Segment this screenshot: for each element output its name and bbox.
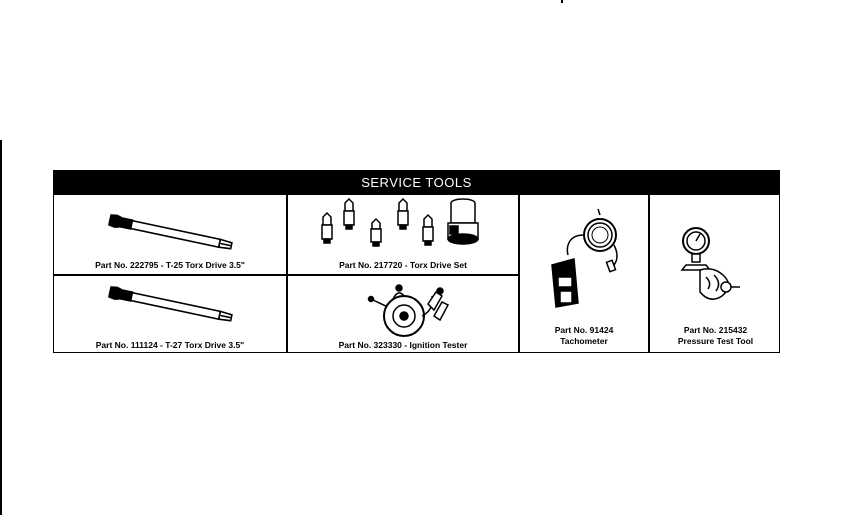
column-divider bbox=[648, 195, 650, 352]
tool-cell-t25: Part No. 222795 - T-25 Torx Drive 3.5" bbox=[54, 195, 286, 275]
ignition-tester-icon bbox=[367, 284, 450, 337]
tool-caption-line2: Pressure Test Tool bbox=[677, 336, 754, 346]
tool-caption-line1: Part No. 91424 bbox=[554, 325, 614, 335]
torx-set-icon bbox=[321, 197, 479, 247]
column-divider bbox=[518, 195, 520, 352]
scan-edge-line bbox=[0, 140, 2, 515]
tool-caption: Part No. 323330 - Ignition Tester bbox=[338, 340, 468, 350]
pressure-gauge-icon bbox=[680, 227, 740, 300]
tool-caption-line2: Tachometer bbox=[560, 336, 608, 346]
tool-caption: Part No. 111124 - T-27 Torx Drive 3.5" bbox=[95, 340, 245, 350]
row-divider bbox=[54, 274, 518, 276]
column-divider bbox=[286, 195, 288, 352]
tool-caption: Part No. 222795 - T-25 Torx Drive 3.5" bbox=[95, 260, 245, 270]
torx-bit-icon bbox=[108, 214, 233, 250]
panel-title: SERVICE TOOLS bbox=[54, 171, 779, 195]
scan-tick-mark bbox=[561, 0, 563, 3]
tool-caption: Part No. 217720 - Torx Drive Set bbox=[339, 260, 467, 270]
tachometer-icon bbox=[551, 208, 618, 308]
torx-bit-icon bbox=[108, 286, 233, 322]
tool-cell-tachometer: Part No. 91424 Tachometer bbox=[520, 195, 648, 354]
service-tools-panel: SERVICE TOOLS Part No. 222795 - T-25 Tor… bbox=[53, 170, 780, 353]
tool-cell-ignition-tester: Part No. 323330 - Ignition Tester bbox=[288, 276, 518, 354]
tool-caption-line1: Part No. 215432 bbox=[683, 325, 748, 335]
tool-cell-t27: Part No. 111124 - T-27 Torx Drive 3.5" bbox=[54, 276, 286, 354]
tool-cell-torx-set: Part No. 217720 - Torx Drive Set bbox=[288, 195, 518, 275]
tool-cell-pressure-test: Part No. 215432 Pressure Test Tool bbox=[650, 195, 781, 354]
